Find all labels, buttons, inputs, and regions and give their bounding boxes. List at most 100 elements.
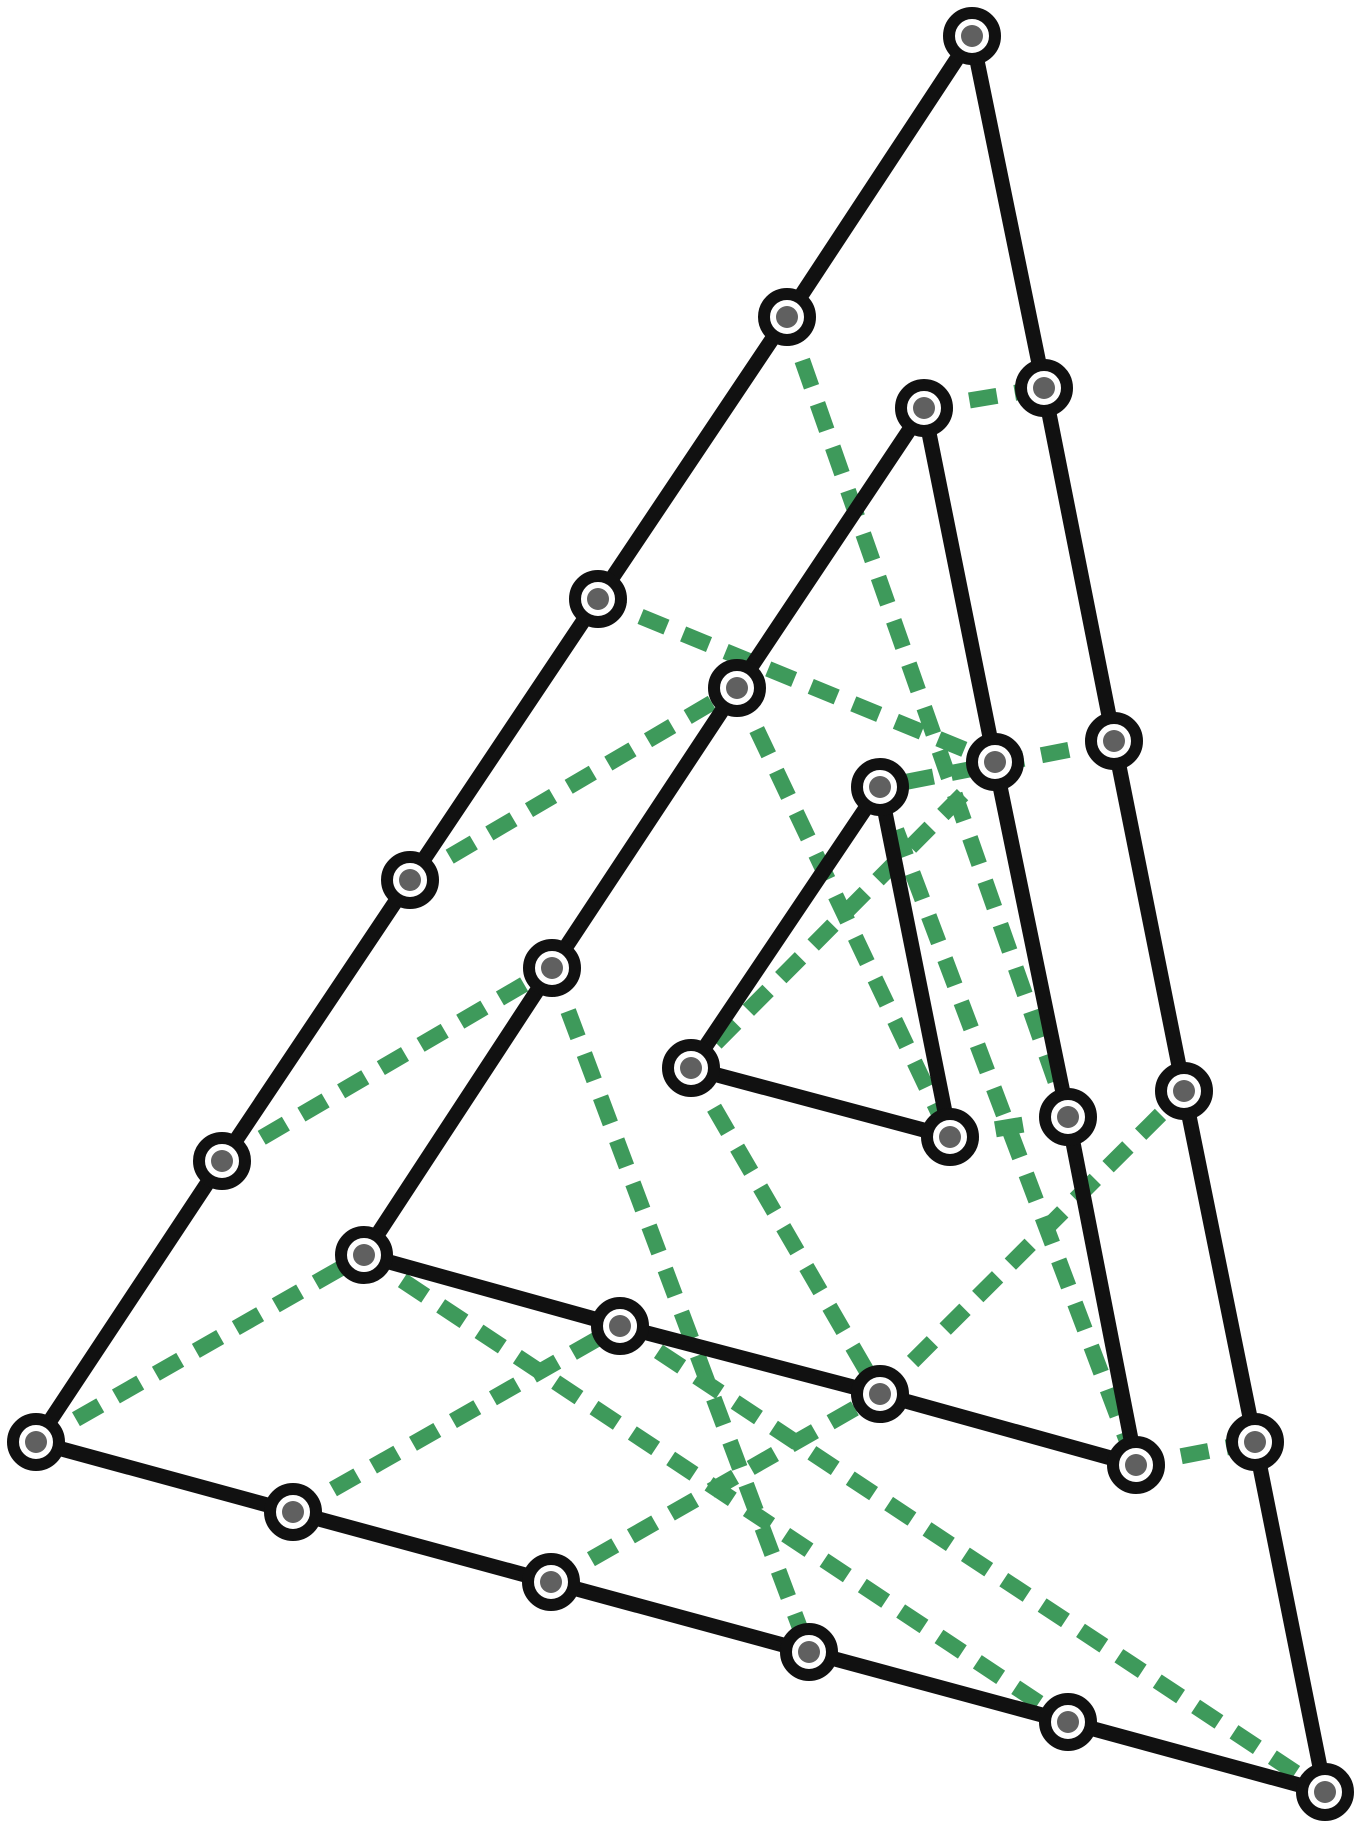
mesh-node-n20 xyxy=(851,1365,909,1423)
mesh-node-n26 xyxy=(921,1108,979,1166)
mesh-edge-n12-n13 xyxy=(1106,739,1192,1093)
mesh-edge-n17-n18 xyxy=(357,963,559,1260)
mesh-edge-n22-n23 xyxy=(987,760,1076,1119)
mesh-node-n12 xyxy=(1155,1062,1213,1120)
node-center xyxy=(680,1057,702,1079)
mesh-node-n13 xyxy=(1085,712,1143,770)
mesh-edge-n10-n11 xyxy=(1247,1440,1333,1794)
mesh-edge-n4-n5 xyxy=(29,1156,229,1447)
node-ring xyxy=(591,1297,649,1355)
dashed-link-n16-n26 xyxy=(729,684,958,1141)
node-center xyxy=(1173,1080,1195,1102)
node-center xyxy=(776,306,798,328)
mesh-node-n21 xyxy=(1107,1436,1165,1494)
node-ring xyxy=(1226,1413,1284,1471)
mesh-edge-n5-n6 xyxy=(34,1434,295,1520)
node-ring xyxy=(851,1365,909,1423)
node-ring xyxy=(569,570,627,628)
node-ring xyxy=(780,1623,838,1681)
node-center xyxy=(282,1501,304,1523)
node-center xyxy=(1057,1106,1079,1128)
node-ring xyxy=(662,1039,720,1097)
mesh-node-n2 xyxy=(569,570,627,628)
mesh-edge-n19-n20 xyxy=(618,1318,882,1402)
node-center xyxy=(1314,1781,1336,1803)
dashed-link-n20-n12 xyxy=(874,1085,1190,1400)
node-center xyxy=(211,1150,233,1172)
node-ring xyxy=(193,1132,251,1190)
mesh-edge-n18-n19 xyxy=(361,1247,623,1334)
node-ring xyxy=(1015,359,1073,417)
mesh-node-n22 xyxy=(1039,1088,1097,1146)
node-ring xyxy=(1039,1693,1097,1751)
mesh-node-n15 xyxy=(895,379,953,437)
node-ring xyxy=(708,659,766,717)
mesh-node-n6 xyxy=(264,1483,322,1541)
node-center xyxy=(1057,1711,1079,1733)
node-center xyxy=(353,1244,375,1266)
dashed-link-n24-n21 xyxy=(872,784,1144,1468)
mesh-edge-n20-n21 xyxy=(877,1386,1139,1473)
node-center xyxy=(961,25,983,47)
node-center xyxy=(1125,1454,1147,1476)
mesh-node-n11 xyxy=(1226,1413,1284,1471)
mesh-edge-n26-n24 xyxy=(872,785,958,1139)
mesh-edge-n3-n4 xyxy=(215,875,417,1166)
node-ring xyxy=(895,379,953,437)
node-center xyxy=(869,776,891,798)
mesh-node-n1 xyxy=(758,288,816,346)
node-ring xyxy=(1155,1062,1213,1120)
dashed-link-n7-n20 xyxy=(547,1387,884,1589)
mesh-edge-n24-n25 xyxy=(684,782,887,1073)
mesh-edge-n14-n0 xyxy=(964,34,1052,390)
node-layer xyxy=(7,7,1354,1821)
mesh-node-n25 xyxy=(662,1039,720,1097)
mesh-node-n9 xyxy=(1039,1693,1097,1751)
node-center xyxy=(726,677,748,699)
dashed-link-n19-n10 xyxy=(615,1319,1330,1799)
node-center xyxy=(913,397,935,419)
mesh-edge-n8-n9 xyxy=(807,1644,1070,1730)
node-center xyxy=(939,1126,961,1148)
node-ring xyxy=(523,939,581,997)
dashed-link-n4-n17 xyxy=(217,961,557,1168)
mesh-edge-n11-n12 xyxy=(1176,1089,1263,1444)
node-ring xyxy=(381,851,439,909)
mesh-edge-n16-n17 xyxy=(545,683,744,973)
node-center xyxy=(609,1315,631,1337)
node-ring xyxy=(7,1413,65,1471)
mesh-node-n23 xyxy=(966,733,1024,791)
node-ring xyxy=(921,1108,979,1166)
node-ring xyxy=(1085,712,1143,770)
mesh-edge-n9-n10 xyxy=(1066,1714,1327,1800)
mesh-node-n17 xyxy=(523,939,581,997)
node-center xyxy=(1244,1431,1266,1453)
mesh-edge-n23-n15 xyxy=(916,406,1003,764)
dashed-link-n5-n18 xyxy=(32,1248,368,1449)
node-ring xyxy=(1296,1763,1354,1821)
mesh-node-n24 xyxy=(851,758,909,816)
node-center xyxy=(984,751,1006,773)
mesh-node-n3 xyxy=(381,851,439,909)
mesh-node-n5 xyxy=(7,1413,65,1471)
mesh-edge-n7-n8 xyxy=(549,1574,811,1660)
dashed-link-n1-n22 xyxy=(779,314,1076,1120)
mesh-node-n18 xyxy=(335,1226,393,1284)
mesh-node-n4 xyxy=(193,1132,251,1190)
node-ring xyxy=(943,7,1001,65)
node-center xyxy=(798,1641,820,1663)
node-center xyxy=(587,588,609,610)
mesh-edge-n13-n14 xyxy=(1036,386,1122,743)
mesh-node-n19 xyxy=(591,1297,649,1355)
mesh-edge-n2-n3 xyxy=(403,594,605,885)
node-ring xyxy=(851,758,909,816)
dashed-link-n6-n19 xyxy=(289,1319,624,1519)
node-ring xyxy=(264,1483,322,1541)
node-center xyxy=(399,869,421,891)
mesh-node-n16 xyxy=(708,659,766,717)
node-center xyxy=(541,957,563,979)
mesh-edge-n15-n16 xyxy=(730,403,931,693)
node-center xyxy=(25,1431,47,1453)
